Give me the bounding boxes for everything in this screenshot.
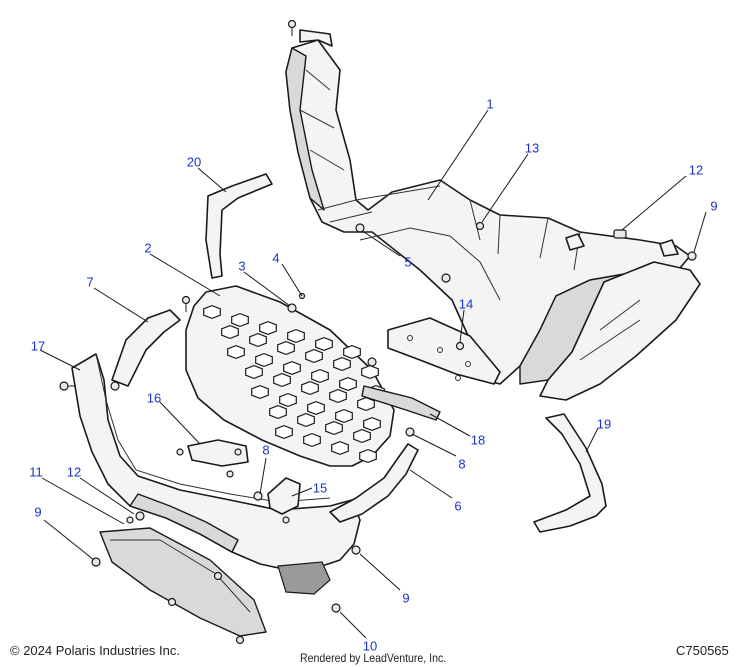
grille-hex-cell bbox=[277, 340, 295, 356]
fasteners bbox=[59, 19, 697, 645]
callout-6: 6 bbox=[454, 498, 462, 514]
grille-hex-cell bbox=[325, 420, 343, 436]
callout-15: 15 bbox=[312, 480, 328, 496]
grille-hex-cell bbox=[221, 324, 239, 340]
callout-5: 5 bbox=[404, 254, 412, 270]
grille-hex-cell bbox=[307, 400, 325, 416]
grille-hex-cell bbox=[297, 412, 315, 428]
grille-hex-cell bbox=[227, 344, 245, 360]
grille-hex-cell bbox=[251, 384, 269, 400]
callout-16: 16 bbox=[146, 390, 162, 406]
callout-2: 2 bbox=[144, 240, 152, 256]
callout-12-right: 12 bbox=[688, 162, 704, 178]
callout-8-right: 8 bbox=[458, 456, 466, 472]
grille-part bbox=[185, 285, 395, 467]
callout-4: 4 bbox=[272, 250, 280, 266]
grille-hex-cell bbox=[287, 328, 305, 344]
grille-hex-cell bbox=[273, 372, 291, 388]
grille-hex-cell bbox=[343, 344, 361, 360]
grille-hex-cell bbox=[283, 360, 301, 376]
leader-lines bbox=[39, 109, 707, 639]
grille-hex-cell bbox=[269, 404, 287, 420]
grille-hex-cell bbox=[353, 428, 371, 444]
grille-hex-cell bbox=[363, 416, 381, 432]
grille-hex-cell bbox=[331, 440, 349, 456]
grille-hex-cell bbox=[245, 364, 263, 380]
callout-19: 19 bbox=[596, 416, 612, 432]
front-frame-part bbox=[285, 29, 701, 401]
callout-9-right: 9 bbox=[710, 198, 718, 214]
grille-hex-cell bbox=[315, 336, 333, 352]
grille-hex-cell bbox=[279, 392, 297, 408]
right-bracket-part bbox=[329, 443, 419, 523]
callout-10: 10 bbox=[362, 638, 378, 654]
callout-8-left: 8 bbox=[262, 442, 270, 458]
callout-13: 13 bbox=[524, 140, 540, 156]
upper-trim-part bbox=[205, 173, 273, 279]
grille-hex-cell bbox=[259, 320, 277, 336]
grille-hex-cell bbox=[311, 368, 329, 384]
rendered-by-credit: Rendered by LeadVenture, Inc. bbox=[300, 651, 447, 665]
callout-3: 3 bbox=[238, 258, 246, 274]
grille-hex-cell bbox=[303, 432, 321, 448]
grille-hex-cell bbox=[333, 356, 351, 372]
callout-7: 7 bbox=[86, 274, 94, 290]
grille-hex-cell bbox=[305, 348, 323, 364]
diagram-code: C750565 bbox=[676, 643, 729, 658]
small-brackets bbox=[187, 385, 441, 515]
grille-hex-cell bbox=[255, 352, 273, 368]
right-lower-trim-part bbox=[533, 413, 607, 533]
callout-20: 20 bbox=[186, 154, 202, 170]
front-fascia-part bbox=[71, 353, 361, 595]
grille-hex-cell bbox=[339, 376, 357, 392]
grille-hex-cell bbox=[359, 448, 377, 464]
grille-hex-cell bbox=[249, 332, 267, 348]
grille-hex-cell bbox=[301, 380, 319, 396]
callout-9-bottom: 9 bbox=[402, 590, 410, 606]
callout-11: 11 bbox=[29, 464, 43, 480]
callout-12-left: 12 bbox=[66, 464, 82, 480]
grille-hex-cell bbox=[275, 424, 293, 440]
grille-hex-cell bbox=[335, 408, 353, 424]
callout-14: 14 bbox=[458, 296, 474, 312]
left-bracket-part bbox=[111, 309, 181, 387]
callout-17: 17 bbox=[30, 338, 46, 354]
callout-18: 18 bbox=[470, 432, 486, 448]
grille-hex-cell bbox=[361, 364, 379, 380]
grille-hex-cell bbox=[357, 396, 375, 412]
grille-hex-cell bbox=[231, 312, 249, 328]
callout-9-left: 9 bbox=[34, 504, 42, 520]
grille-hex-cell bbox=[329, 388, 347, 404]
copyright-notice: © 2024 Polaris Industries Inc. bbox=[10, 643, 180, 658]
lower-skid-part bbox=[99, 527, 267, 637]
callout-1: 1 bbox=[486, 96, 494, 112]
grille-hex-cell bbox=[203, 304, 221, 320]
